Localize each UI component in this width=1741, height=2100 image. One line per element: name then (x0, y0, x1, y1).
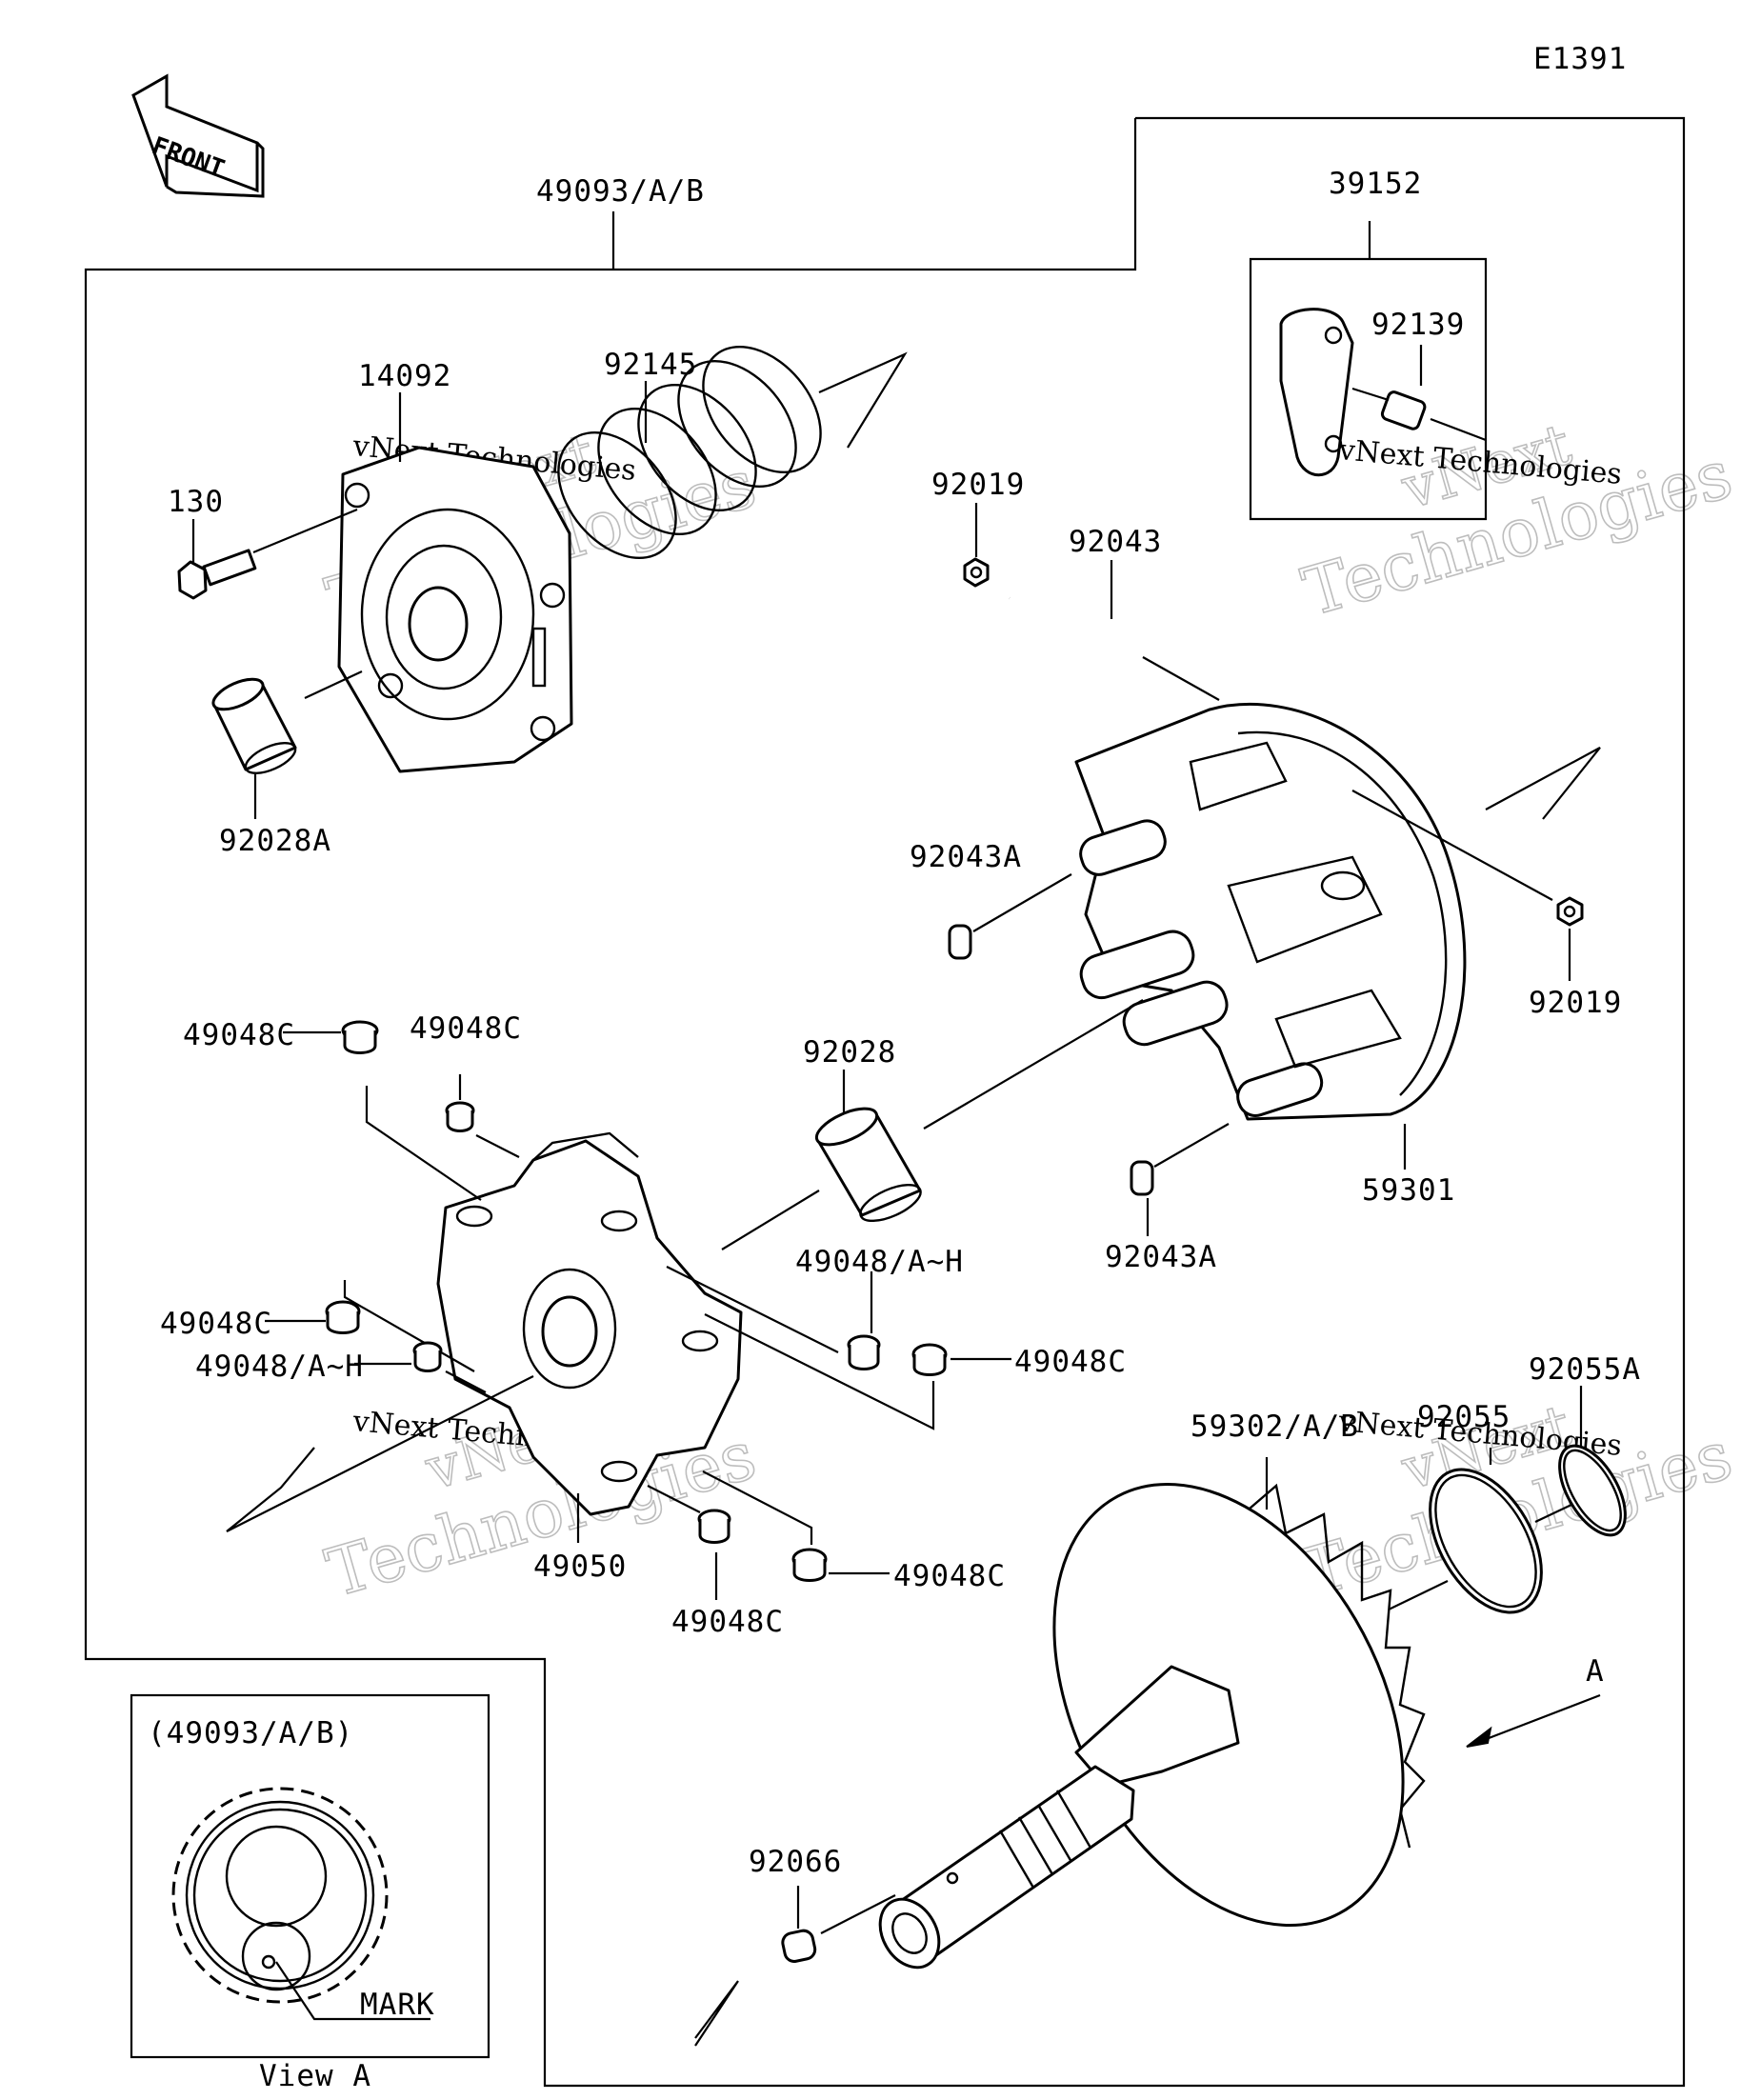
part-49048C-grommet-1 (341, 1020, 379, 1054)
part-label-49093: 49093/A/B (536, 174, 705, 209)
part-130-bolt (177, 549, 257, 600)
part-label-92043A-bottom: 92043A (1105, 1240, 1217, 1274)
front-arrow-icon: FRONT (131, 73, 265, 198)
part-label-130: 130 (168, 485, 224, 519)
part-92139-pin (1380, 390, 1427, 430)
part-49048AH-grommet-right (847, 1334, 881, 1370)
part-label-49048C-2: 49048C (410, 1011, 522, 1046)
part-label-49048AH-left: 49048/A~H (195, 1350, 364, 1384)
part-label-92055: 92055 (1417, 1400, 1511, 1434)
part-label-92066: 92066 (749, 1845, 842, 1879)
part-label-49048C-3: 49048C (1014, 1345, 1127, 1379)
part-92043A-pin-top (948, 924, 972, 960)
part-49048C-grommet-4 (325, 1300, 361, 1334)
part-92043A-pin-bottom (1130, 1160, 1154, 1196)
part-label-49048AH-right: 49048/A~H (795, 1245, 964, 1279)
part-49048C-grommet-5 (697, 1509, 731, 1544)
view-a-arrow-icon (1466, 1693, 1601, 1748)
part-49050-spider (436, 1131, 743, 1516)
inset-view-a-frame (130, 1693, 490, 2059)
part-label-49048C-1: 49048C (183, 1018, 295, 1052)
part-label-92019-right: 92019 (1529, 986, 1622, 1020)
view-a-label: View A (259, 2059, 371, 2093)
part-92019-nut-right (1556, 896, 1584, 927)
part-label-39152: 39152 (1329, 167, 1422, 201)
part-92066-cap (781, 1929, 817, 1963)
assembly-outline (84, 116, 1686, 2088)
part-49048C-grommet-6 (791, 1548, 828, 1582)
part-39152-weight (1279, 308, 1354, 477)
part-label-49050: 49050 (533, 1550, 627, 1584)
part-label-92145: 92145 (604, 348, 697, 382)
part-label-49048C-6: 49048C (893, 1559, 1006, 1593)
inset-gear-icon (171, 1787, 389, 2004)
diagram-code: E1391 (1533, 42, 1627, 76)
part-label-59302: 59302/A/B (1191, 1410, 1359, 1444)
part-label-92028A: 92028A (219, 824, 331, 858)
part-92028A-bushing (211, 677, 297, 775)
part-92055A-oring (1558, 1444, 1627, 1537)
part-label-92019-top: 92019 (931, 468, 1025, 502)
part-92019-nut-top (963, 557, 990, 588)
inset-title: (49093/A/B) (148, 1716, 353, 1750)
part-49048C-grommet-2 (445, 1101, 475, 1132)
part-92028-bushing (814, 1107, 922, 1223)
part-label-59301: 59301 (1362, 1173, 1455, 1208)
part-49048C-grommet-3 (911, 1343, 948, 1376)
part-label-92139: 92139 (1371, 308, 1465, 342)
part-92145-spring (557, 345, 822, 560)
view-a-arrow-label: A (1586, 1654, 1605, 1689)
part-59302-fixed-sheave (878, 1483, 1426, 1970)
part-59301-sheave (1074, 702, 1467, 1121)
part-label-14092: 14092 (358, 359, 451, 393)
part-label-92055A: 92055A (1529, 1352, 1641, 1387)
part-label-92028: 92028 (803, 1035, 896, 1070)
part-label-49048C-4: 49048C (160, 1307, 272, 1341)
part-label-92043A-top: 92043A (910, 840, 1022, 874)
part-92043-shaft (1007, 593, 1146, 662)
part-label-92043: 92043 (1069, 525, 1162, 559)
part-92055-oring (1429, 1468, 1543, 1614)
part-49048AH-grommet-left (412, 1341, 443, 1372)
part-label-49048C-5: 49048C (671, 1605, 784, 1639)
part-14092-cover (337, 446, 573, 773)
inset-mark-label: MARK (360, 1988, 435, 2022)
